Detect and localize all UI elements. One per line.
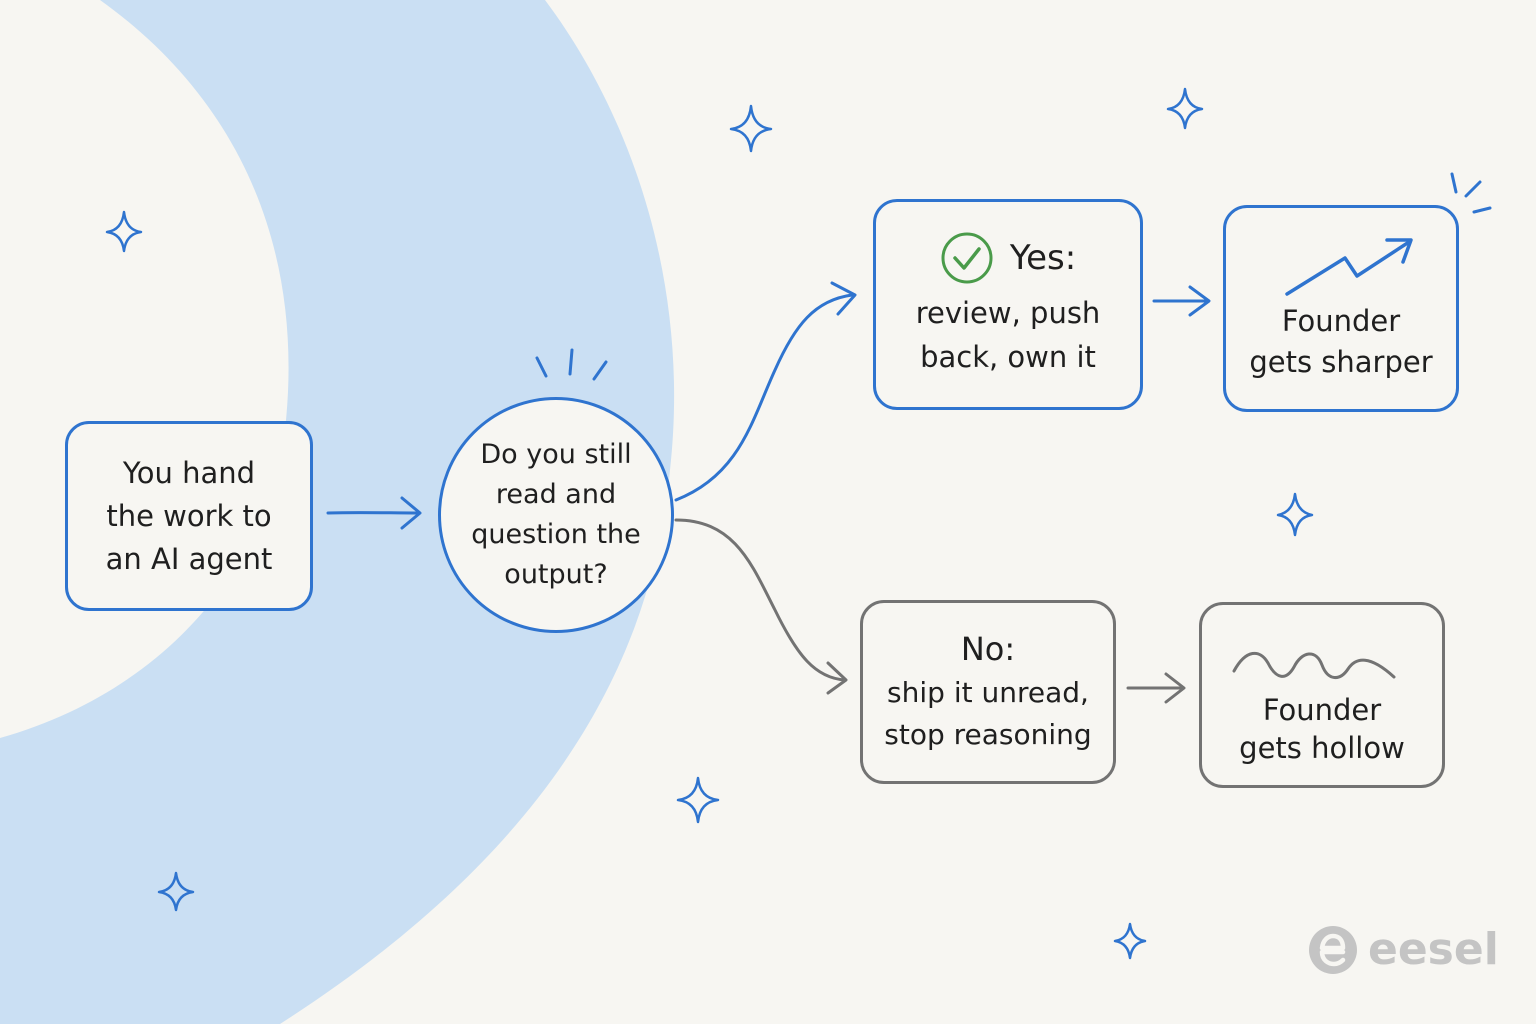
node-sharper-line: gets sharper (1249, 345, 1433, 379)
node-decision: Do you still read and question the outpu… (438, 397, 674, 633)
arrow-decision-to-no (674, 518, 847, 682)
node-decision-line: question the (471, 519, 641, 550)
arrowhead-decision-to-yes (830, 281, 857, 316)
node-sharper: Founder gets sharper (1223, 205, 1459, 412)
node-start-line: You hand (122, 455, 256, 490)
emphasis-burst-icon (535, 348, 608, 381)
eesel-logo-icon (1309, 925, 1357, 974)
emphasis-burst-icon (1450, 172, 1492, 214)
node-yes-heading-row: Yes: (940, 231, 1076, 285)
node-no-heading: No: (960, 630, 1016, 668)
trend-up-arrow-icon (1285, 238, 1413, 296)
arrowhead-decision-to-no (826, 661, 848, 695)
arrowhead-start-to-decision (400, 496, 422, 530)
node-no-line: stop reasoning (884, 718, 1092, 751)
sparkle-icon (1276, 492, 1314, 537)
brand-logo: eesel (1308, 924, 1499, 975)
sparkle-icon (729, 104, 773, 153)
squiggle-icon (1232, 652, 1396, 679)
brand-name: eesel (1368, 924, 1499, 975)
check-circle-icon (941, 232, 993, 283)
node-start-line: an AI agent (105, 541, 273, 576)
node-hollow-line: Founder (1262, 693, 1382, 727)
node-start-line: the work to (106, 498, 272, 533)
arrow-decision-to-yes (674, 293, 854, 502)
sparkle-icon (1113, 922, 1147, 960)
node-decision-line: read and (495, 479, 617, 510)
node-yes-line: review, push (915, 295, 1101, 330)
sparkle-icon (105, 210, 143, 253)
node-sharper-line: Founder (1281, 304, 1401, 338)
node-no: No: ship it unread, stop reasoning (860, 600, 1116, 784)
node-yes-heading: Yes: (1009, 237, 1077, 278)
node-yes: Yes: review, push back, own it (873, 199, 1143, 410)
node-decision-line: Do you still (480, 439, 632, 470)
node-hollow: Founder gets hollow (1199, 602, 1445, 788)
node-decision-line: output? (504, 559, 608, 590)
sparkle-icon (1166, 87, 1204, 130)
node-yes-line: back, own it (920, 339, 1096, 374)
node-no-line: ship it unread, (887, 676, 1089, 709)
node-hollow-line: gets hollow (1239, 731, 1405, 765)
node-start: You hand the work to an AI agent (65, 421, 313, 611)
sparkle-icon (157, 871, 195, 912)
arrowhead-yes-to-sharper (1188, 285, 1211, 317)
arrowhead-no-to-hollow (1164, 672, 1186, 704)
sparkle-icon (676, 776, 720, 824)
